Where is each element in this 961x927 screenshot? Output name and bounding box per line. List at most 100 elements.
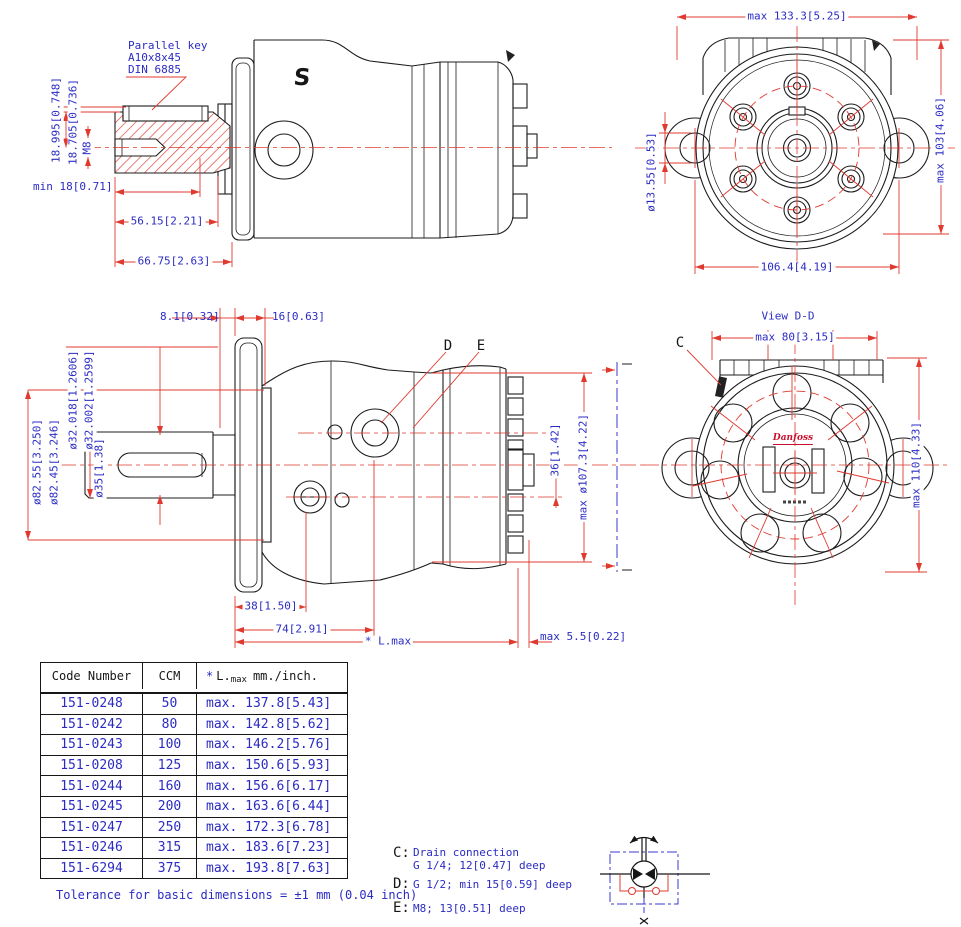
cell-ccm: 200 (143, 796, 197, 817)
cell-ccm: 125 (143, 755, 197, 776)
shaft-side-view-drawing (58, 39, 612, 267)
shaft-cross-section-hatched (114, 105, 231, 174)
dim-thread-m8: M8 (80, 139, 95, 157)
sauer-logo-icon: S (292, 65, 312, 91)
lmax-label: L. (216, 669, 231, 683)
table-row: 151-0244 160 max. 156.6[6.17] (41, 775, 347, 796)
lmax-subscript: max (230, 675, 247, 685)
dim-seat-dia-max: ø32.018[1.2606] (66, 348, 81, 452)
table-row: 151-0247 250 max. 172.3[6.78] (41, 816, 347, 838)
dim-pilot-dia-max: ø82.55[3.250] (30, 416, 45, 508)
table-row: 151-6294 375 max. 193.8[7.63] (41, 857, 347, 879)
view-dd-title: View D-D (761, 309, 815, 323)
note-d-text: G 1/2; min 15[0.59] deep (413, 878, 572, 891)
cell-ccm: 375 (143, 858, 197, 879)
drain-plug-mark (715, 376, 727, 398)
cell-ccm: 250 (143, 817, 197, 838)
cell-code: 151-0243 (41, 735, 143, 755)
dim-8-1: 8.1[0.32] (160, 310, 220, 323)
note-c-line2: G 1/4; 12[0.47] deep (413, 859, 546, 872)
cell-ccm: 50 (143, 694, 197, 714)
note-d-label: D: (393, 876, 410, 892)
col-header-lmax: * L. max mm./inch. (197, 663, 347, 689)
header-double-rule (41, 689, 347, 693)
dim-38: 38[1.50] (242, 599, 300, 614)
motor-circuit-icon (600, 835, 710, 925)
port-label-d: D (443, 337, 453, 354)
drain-x-mark (639, 917, 649, 925)
code-number-table: Code Number CCM * L. max mm./inch. 151-0… (40, 662, 348, 880)
cell-lmax: max. 193.8[7.63] (206, 861, 332, 877)
dim-shaft-dia: ø35[1.38] (92, 436, 107, 500)
cell-code: 151-0248 (41, 694, 143, 714)
view-dd-drawing (643, 330, 947, 605)
dim-l-max: * L.max (362, 634, 414, 649)
motor-body-outline (217, 39, 538, 241)
view-dd-dimensions (643, 330, 947, 605)
cell-lmax: max. 163.6[6.44] (206, 799, 332, 815)
note-e-label: E: (393, 900, 410, 916)
m8-thread-bore (114, 138, 166, 157)
dim-body-dia: max ø107.3[4.22] (576, 412, 591, 522)
cell-ccm: 160 (143, 776, 197, 796)
dim-16: 16[0.63] (272, 310, 325, 323)
side-view-drawing (25, 308, 648, 648)
table-row: 151-0208 125 max. 150.6[5.93] (41, 754, 347, 776)
front-view-drawing (635, 14, 955, 274)
port-label-e: E (476, 337, 486, 354)
dim-shaft-length-1: 56.15[2.21] (128, 214, 206, 229)
cell-lmax: max. 172.3[6.78] (206, 819, 332, 835)
rear-bolt-serration (507, 376, 535, 554)
vent-plug-mark (506, 50, 515, 62)
table-row: 151-0245 200 max. 163.6[6.44] (41, 795, 347, 817)
table-row: 151-0242 80 max. 142.8[5.62] (41, 713, 347, 735)
note-c-label: C: (393, 845, 410, 861)
parallel-key-note-line2: A10x8x45 (128, 51, 181, 64)
parallel-key (122, 105, 209, 122)
dim-rear-height: max 110[4.33] (909, 419, 924, 511)
parallel-key-note-line1: Parallel key (128, 39, 208, 52)
dim-overall-width: max 133.3[5.25] (745, 9, 849, 24)
nameplate-strip (762, 446, 776, 493)
cell-code: 151-0242 (41, 714, 143, 735)
note-c-line1: Drain connection (413, 846, 519, 859)
cell-ccm: 315 (143, 838, 197, 858)
dim-rear-width: max 80[3.15] (753, 330, 837, 345)
cell-lmax: max. 137.8[5.43] (206, 696, 332, 712)
dim-overall-height: max 103[4.06] (933, 94, 948, 186)
dim-74: 74[2.91] (273, 622, 331, 637)
cell-ccm: 100 (143, 735, 197, 755)
cell-lmax: max. 183.6[7.23] (206, 840, 332, 856)
col-header-code: Code Number (41, 663, 143, 689)
table-row: 151-0246 315 max. 183.6[7.23] (41, 837, 347, 858)
lmax-unit: mm./inch. (252, 669, 318, 683)
cell-code: 151-0245 (41, 796, 143, 817)
dim-pilot-dia-min: ø82.45[3.246] (47, 416, 62, 508)
cell-lmax: max. 142.8[5.62] (206, 716, 332, 732)
dim-bolt-span: 106.4[4.19] (758, 260, 836, 275)
cell-lmax: max. 146.2[5.76] (206, 737, 332, 753)
drain-label-c: C (675, 334, 685, 351)
cell-code: 151-0247 (41, 817, 143, 838)
cell-code: 151-0244 (41, 776, 143, 796)
col-header-ccm: CCM (143, 663, 197, 689)
cell-code: 151-6294 (41, 858, 143, 879)
dim-key-height-max: 18.995[0.748] (49, 74, 64, 166)
lmax-star: * (206, 669, 214, 683)
dim-thread-depth: min 18[0.71] (33, 180, 113, 193)
cell-ccm: 80 (143, 714, 197, 735)
table-row: 151-0243 100 max. 146.2[5.76] (41, 734, 347, 755)
dim-port-spacing: 36[1.42] (548, 421, 563, 479)
dim-key-height-min: 18.705[0.736] (66, 76, 81, 168)
table-row: 151-0248 50 max. 137.8[5.43] (41, 693, 347, 714)
nameplate-strip (811, 448, 825, 494)
dim-5-5: max 5.5[0.22] (540, 630, 627, 643)
cell-lmax: max. 156.6[6.17] (206, 778, 332, 794)
table-header-row: Code Number CCM * L. max mm./inch. (41, 663, 347, 689)
danfoss-logo-icon: Danfoss (772, 433, 814, 445)
dim-shaft-length-2: 66.75[2.63] (135, 254, 213, 269)
cell-code: 151-0208 (41, 755, 143, 776)
section-plane-line (616, 362, 632, 572)
note-e-text: M8; 13[0.51] deep (413, 902, 526, 915)
